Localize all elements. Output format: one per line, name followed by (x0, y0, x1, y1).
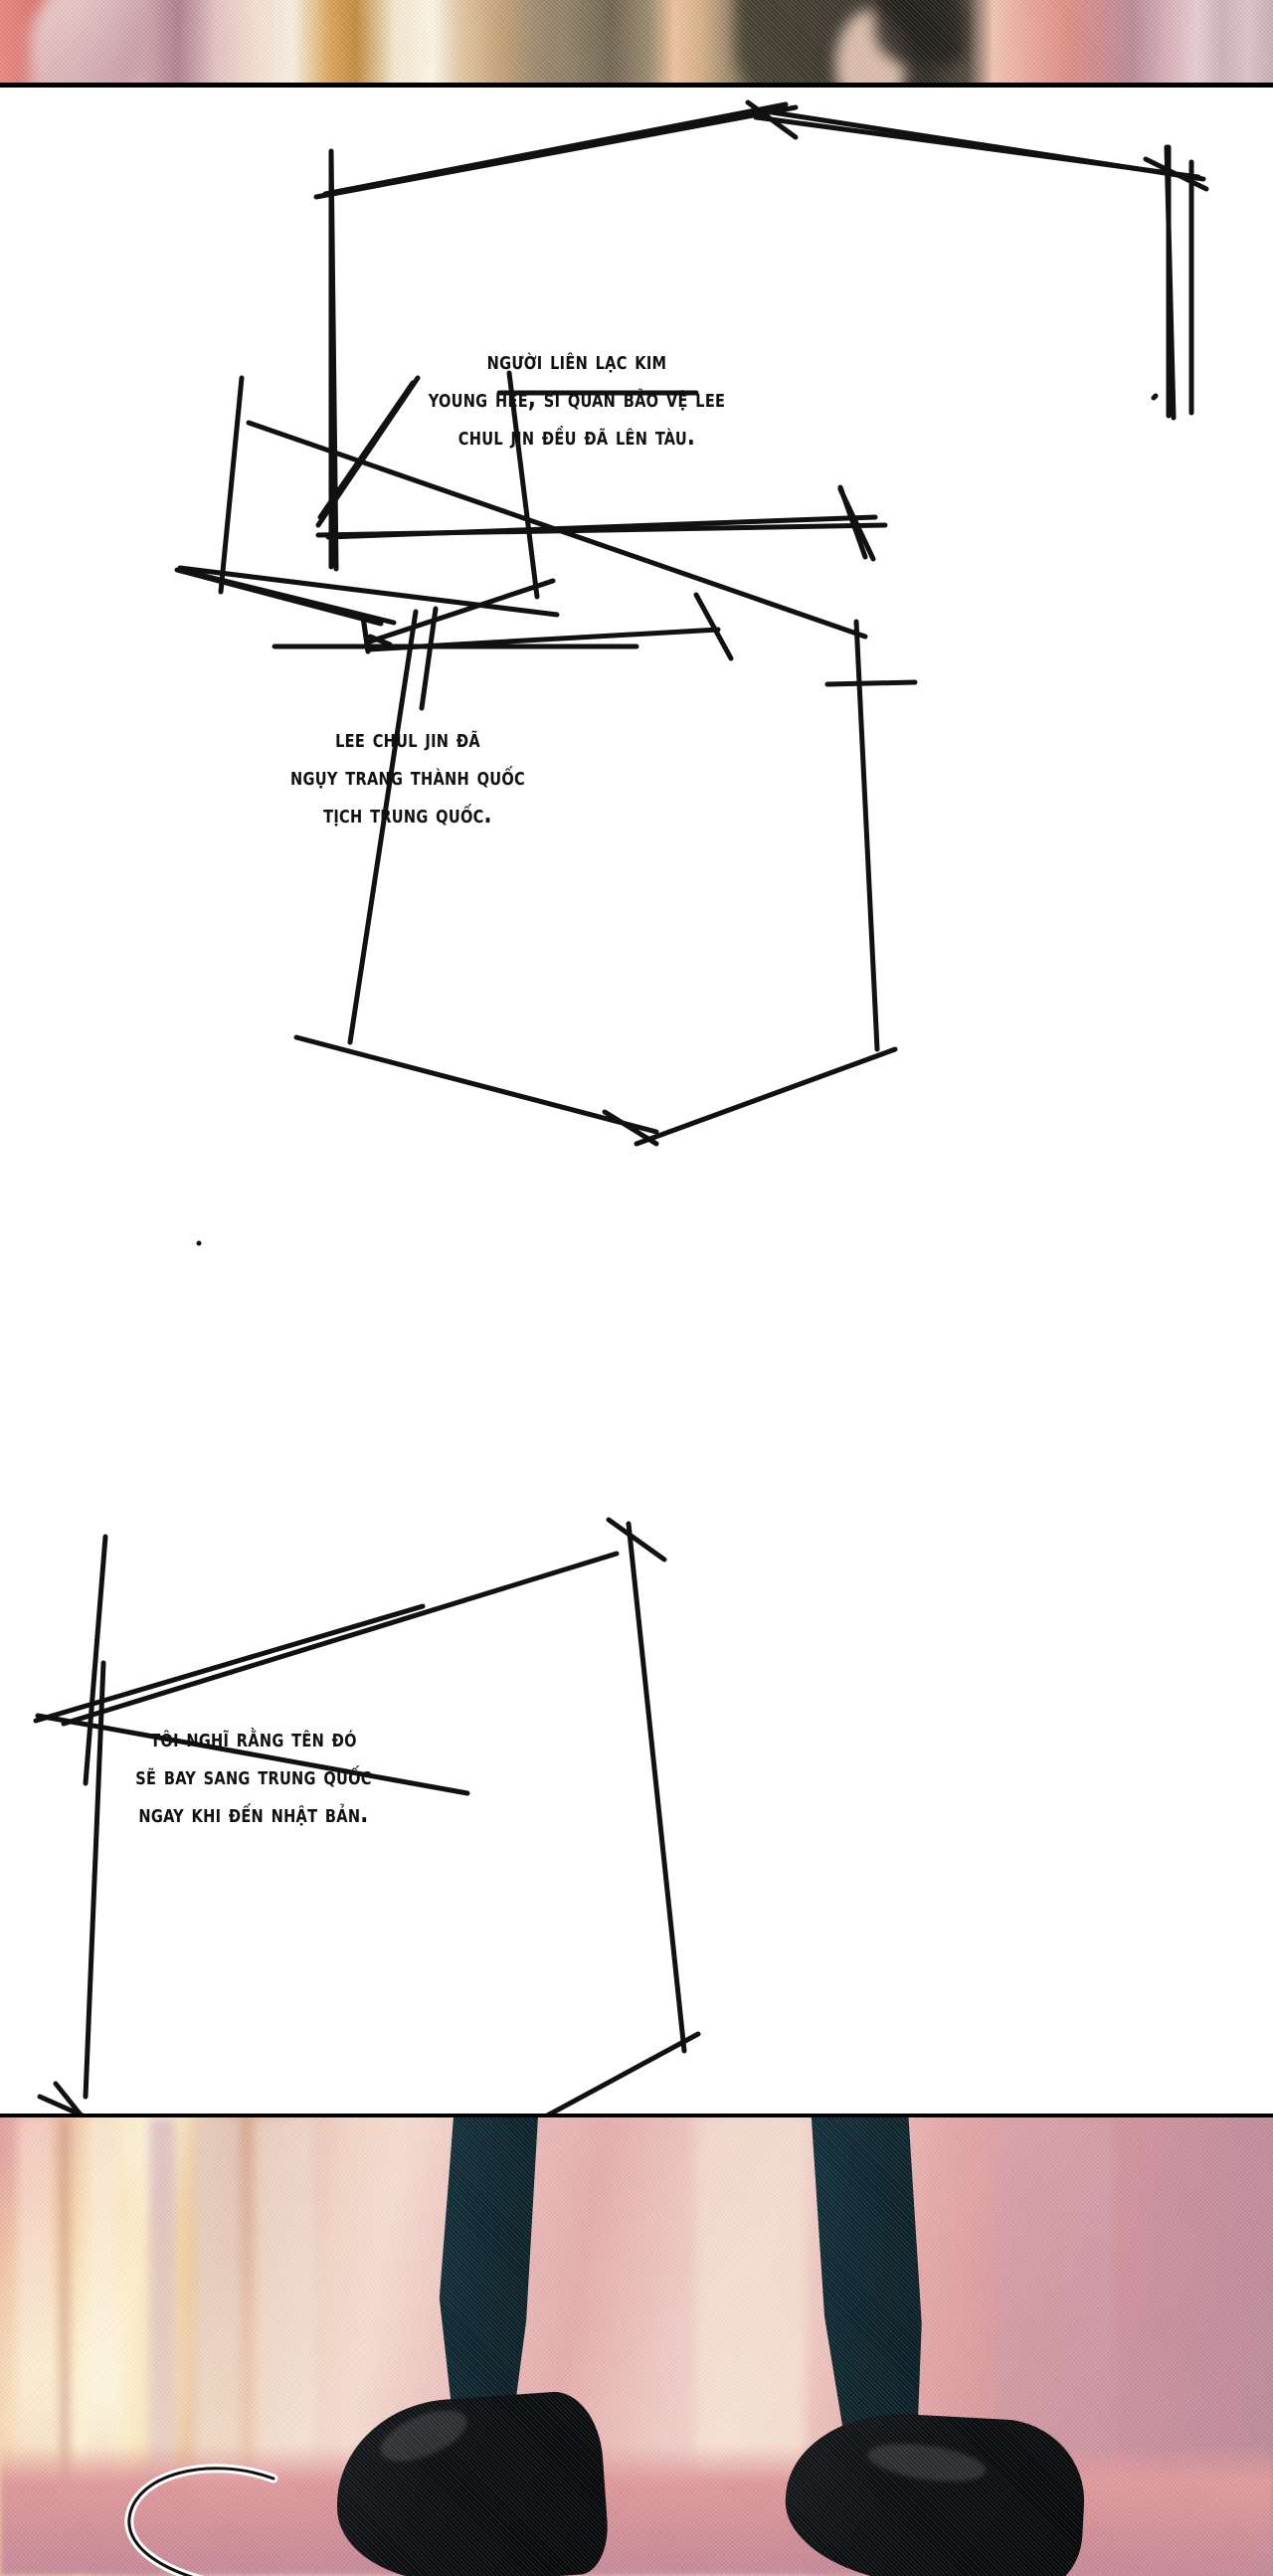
speech-bubble-1-text: Người liên lạc Kim Young Hee, sĩ quan bả… (428, 346, 726, 452)
panel-top-artwork (0, 0, 1273, 88)
top-shape-fabric (30, 0, 149, 83)
panel-bottom-artwork (0, 2114, 1273, 2576)
speech-bubble-3-text: Tôi nghĩ rằng tên đó sẽ bay sang Trung Q… (135, 1724, 372, 1829)
top-halftone-overlay (0, 0, 1273, 83)
top-shape-sleeve (875, 0, 965, 65)
bg-band (60, 2117, 70, 2576)
speech-bubble-2-text: Lee Chul Jin đã ngụy trang thành quốc tị… (290, 724, 525, 829)
right-dress-shoe (781, 2408, 1089, 2576)
